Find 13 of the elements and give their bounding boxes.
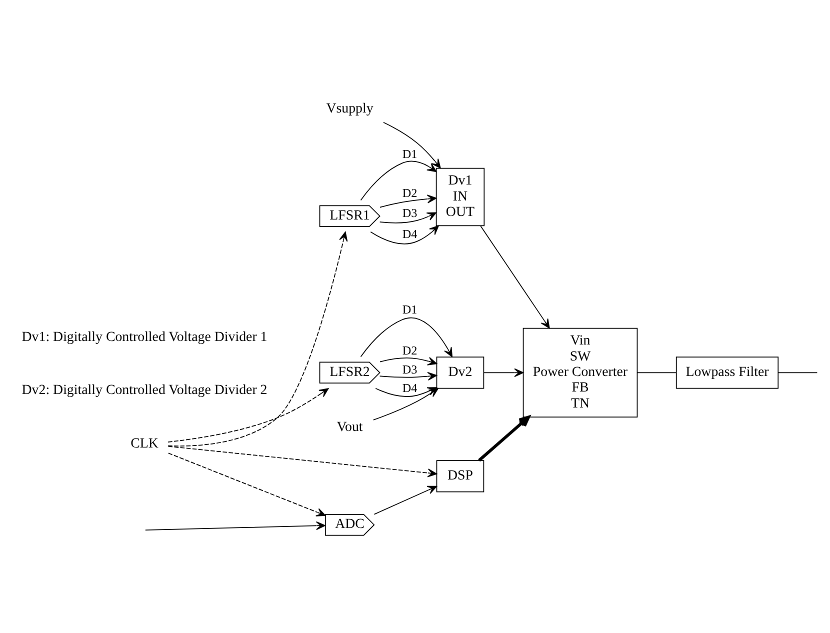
edge-label: D2 <box>402 186 418 200</box>
node-text: Vsupply <box>326 100 374 116</box>
edge-label: D4 <box>402 380 418 394</box>
label: Dv2: Digitally Controlled Voltage Divider 2 <box>22 382 268 398</box>
edge-label: D1 <box>402 302 418 316</box>
edge-label: D3 <box>402 362 418 376</box>
edge-label: D4 <box>402 226 418 241</box>
edge-label: D1 <box>402 146 418 161</box>
edge-label: D3 <box>402 206 418 220</box>
label: Dv1: Digitally Controlled Voltage Divider 1 <box>22 330 268 345</box>
edge-label: D2 <box>402 343 418 358</box>
node-text: Vout <box>336 419 363 434</box>
node-text: CLK <box>130 436 158 451</box>
